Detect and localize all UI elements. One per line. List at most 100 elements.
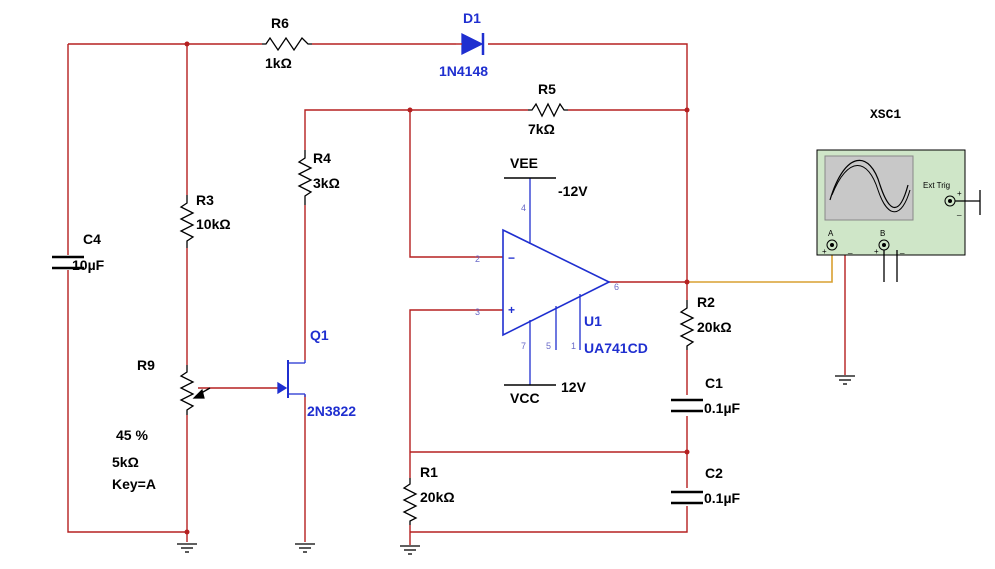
xsc1-a-terminal-icon[interactable] (826, 239, 838, 251)
c2-label: C2 (705, 465, 723, 481)
r3-label: R3 (196, 192, 214, 208)
r4-label: R4 (313, 150, 331, 166)
c4-value: 10µF (72, 257, 105, 273)
junction-output (684, 279, 690, 285)
r4-value: 3kΩ (313, 175, 340, 191)
junction-mid-bus (684, 449, 690, 455)
r6-label: R6 (271, 15, 289, 31)
capacitor-c4[interactable]: C4 10µF (52, 231, 105, 273)
r1-value: 20kΩ (420, 489, 455, 505)
d1-label: D1 (463, 10, 481, 26)
wire-d1-right (488, 43, 688, 110)
xsc1-a-plus: + (822, 247, 827, 256)
ground-r1 (400, 545, 420, 555)
wire-probe-a (687, 250, 833, 283)
wire-c4-bottom (67, 270, 187, 533)
q1-label: Q1 (310, 327, 329, 343)
xsc1-waveform-icon (829, 159, 909, 208)
u1-pin-vneg: 4 (521, 203, 526, 213)
u1-pin-out: 6 (614, 282, 619, 292)
u1-pin-noninv: 3 (475, 307, 480, 317)
xsc1-ext-trig-dot (948, 199, 952, 203)
resistor-r3[interactable]: R3 10kΩ (179, 192, 231, 248)
wire-c2-bottom (410, 506, 688, 533)
resistor-r2[interactable]: R2 20kΩ (679, 294, 732, 350)
resistor-r5[interactable]: R5 7kΩ (528, 81, 568, 137)
r2-value: 20kΩ (697, 319, 732, 335)
junction-top-r3 (184, 41, 190, 47)
d1-triangle-icon (461, 32, 484, 56)
r9-percent: 45 % (116, 427, 148, 443)
xsc1-a-minus: _ (847, 245, 853, 254)
q1-gate-arrow-icon (277, 381, 288, 395)
wire-inv-input (409, 110, 503, 258)
xsc1-ext-minus: _ (956, 207, 962, 216)
r3-value: 10kΩ (196, 216, 231, 232)
c2-value: 0.1µF (704, 490, 741, 506)
r4-zigzag (297, 150, 313, 205)
xsc1-channel-a: A (828, 229, 834, 238)
potentiometer-r9[interactable]: R9 45 % 5kΩ Key=A (112, 357, 211, 492)
c1-label: C1 (705, 375, 723, 391)
ground-r9 (177, 543, 197, 553)
opamp-u1[interactable]: − + 2 3 6 4 7 5 1 U1 UA741CD (475, 178, 648, 385)
q1-model: 2N3822 (307, 403, 356, 419)
xsc1-b-dot (882, 243, 886, 247)
r5-zigzag (528, 102, 568, 118)
wires (67, 43, 846, 545)
r1-label: R1 (420, 464, 438, 480)
supply-vee[interactable]: VEE -12V (504, 155, 588, 199)
r5-label: R5 (538, 81, 556, 97)
xsc1-label: XSC1 (870, 107, 901, 122)
wire-noninv-input (409, 309, 503, 452)
r9-key: Key=A (112, 476, 156, 492)
diode-d1[interactable]: D1 1N4148 (439, 10, 488, 79)
u1-model: UA741CD (584, 340, 648, 356)
transistor-q1[interactable]: Q1 2N3822 (277, 327, 356, 419)
resistor-r1[interactable]: R1 20kΩ (402, 464, 455, 525)
u1-label: U1 (584, 313, 602, 329)
c1-value: 0.1µF (704, 400, 741, 416)
xsc1-b-minus: _ (899, 245, 905, 254)
resistor-r4[interactable]: R4 3kΩ (297, 150, 340, 205)
r9-value: 5kΩ (112, 454, 139, 470)
u1-minus-sign: − (508, 251, 515, 265)
xsc1-b-plus: + (874, 247, 879, 256)
vcc-value: 12V (561, 379, 587, 395)
xsc1-ext-trig: Ext Trig (923, 181, 950, 190)
r6-value: 1kΩ (265, 55, 292, 71)
vee-value: -12V (558, 183, 588, 199)
xsc1-a-dot (830, 243, 834, 247)
r5-value: 7kΩ (528, 121, 555, 137)
r1-zigzag (402, 478, 418, 525)
r2-zigzag (679, 300, 695, 350)
u1-pin-n1: 1 (571, 341, 576, 351)
ground-q1 (295, 543, 315, 553)
junction-r5-left (407, 107, 413, 113)
r6-zigzag (262, 36, 312, 52)
vee-label: VEE (510, 155, 538, 171)
r9-zigzag (179, 365, 195, 415)
r3-zigzag (179, 195, 195, 248)
capacitor-c2[interactable]: C2 0.1µF (671, 465, 741, 506)
resistor-r6[interactable]: R6 1kΩ (262, 15, 312, 71)
capacitor-c1[interactable]: C1 0.1µF (671, 375, 741, 416)
vcc-label: VCC (510, 390, 540, 406)
xsc1-channel-b: B (880, 229, 885, 238)
wire-r4-top (304, 109, 410, 150)
r9-wiper-arrow-icon (192, 388, 205, 399)
u1-plus-sign: + (508, 303, 515, 317)
junction-bottom-r9 (184, 529, 190, 535)
c4-label: C4 (83, 231, 101, 247)
u1-pin-n5: 5 (546, 341, 551, 351)
oscilloscope-xsc1[interactable]: XSC1 Ext Trig + _ A + _ B + _ (816, 107, 981, 282)
xsc1-waveform-2-icon (831, 165, 911, 213)
supply-vcc[interactable]: VCC 12V (504, 379, 587, 406)
xsc1-ext-plus: + (957, 189, 962, 198)
ground-scope (835, 375, 855, 385)
junctions (184, 41, 690, 535)
d1-model: 1N4148 (439, 63, 488, 79)
xsc1-screen (824, 155, 914, 221)
junction-r5-right (684, 107, 690, 113)
